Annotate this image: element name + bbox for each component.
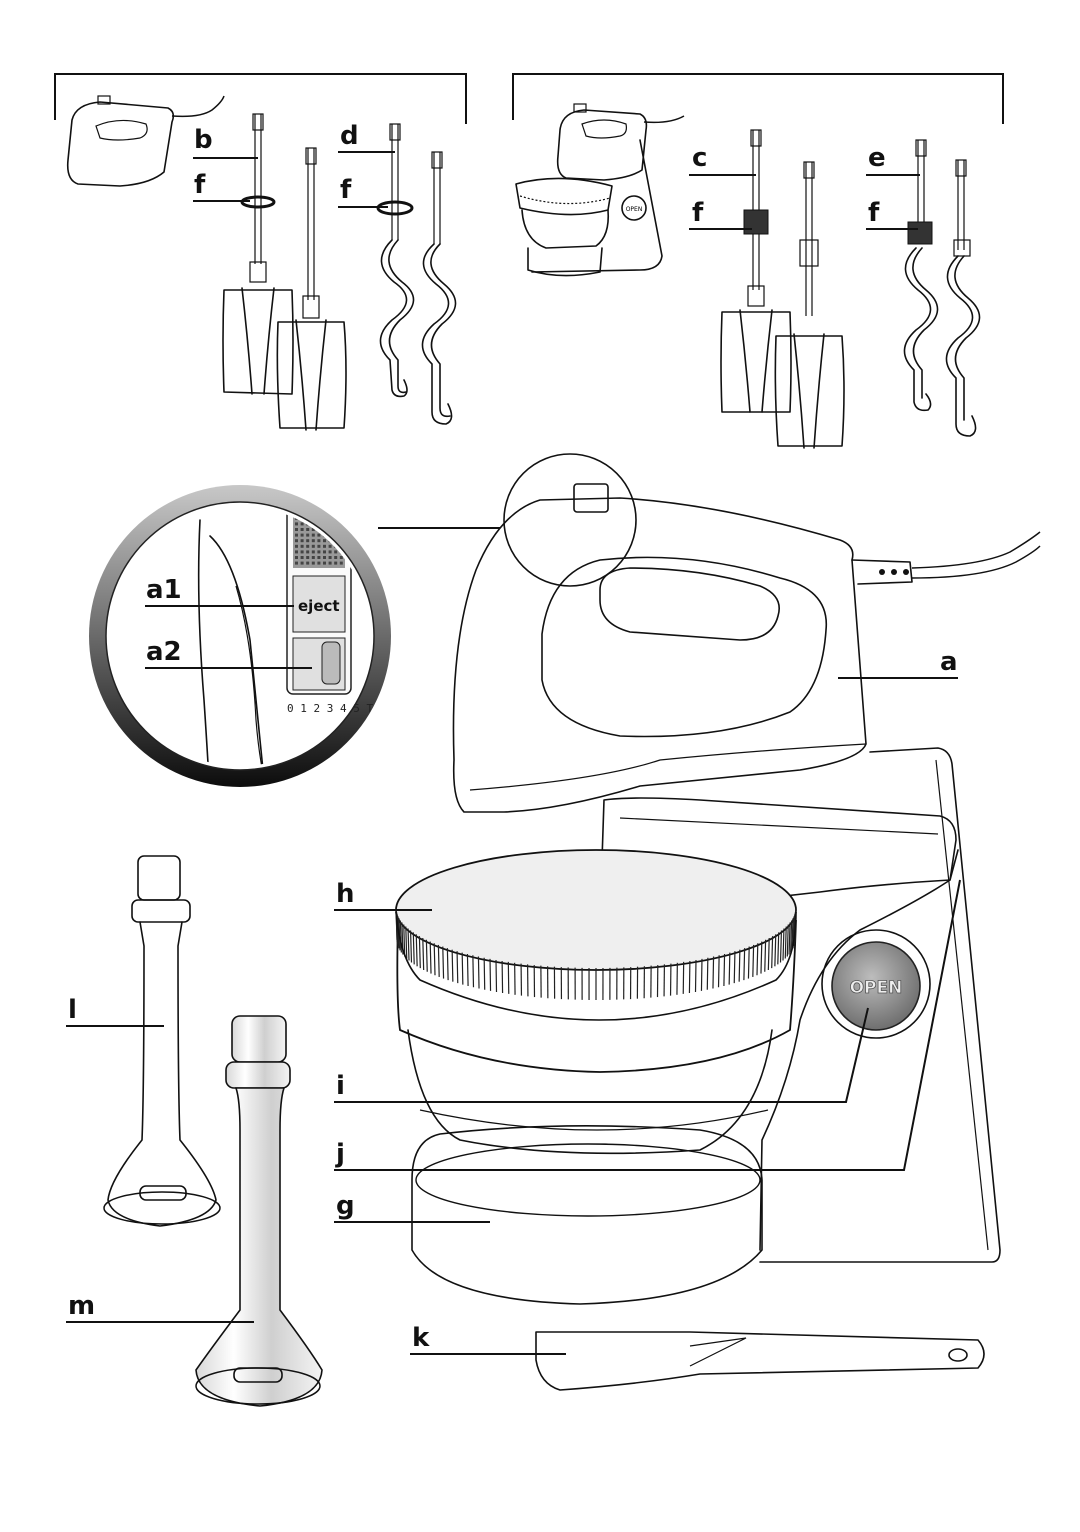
- hand-mixer-small-illustration: [66, 95, 225, 187]
- label-d: d: [340, 121, 359, 151]
- hand-mode-bracket: [54, 73, 467, 124]
- label-a1: a1: [146, 575, 182, 605]
- beater-b-pair: [222, 113, 347, 431]
- open-button-graphic: [831, 941, 921, 1031]
- label-e: e: [868, 143, 886, 173]
- label-a2: a2: [146, 637, 182, 667]
- blender-shaft-l: [103, 855, 221, 1227]
- stand-mixer-small-illustration: OPEN: [515, 103, 685, 277]
- blender-shaft-m: [195, 1015, 323, 1407]
- stand-mode-bracket: [512, 73, 1004, 124]
- label-m: m: [68, 1291, 95, 1321]
- label-g: g: [336, 1191, 355, 1221]
- open-button-text: OPEN: [850, 978, 903, 998]
- dough-hook-d-pair: [376, 123, 457, 425]
- label-k: k: [412, 1323, 430, 1353]
- main-stand-mixer: OPEN: [395, 453, 1041, 1305]
- spatula-k: [535, 1331, 985, 1391]
- label-l: l: [68, 995, 77, 1025]
- svg-text:OPEN: OPEN: [626, 206, 643, 213]
- part-labels: b f d f c f e f a1 a2 a h l i j g m k: [68, 121, 958, 1353]
- label-i: i: [336, 1071, 345, 1101]
- speed-switch-detail-circle: eject 0 1 2 3 4 5 T: [89, 485, 500, 787]
- label-b: b: [194, 125, 213, 155]
- label-c: c: [692, 143, 707, 173]
- speed-scale-text: 0 1 2 3 4 5 T: [287, 702, 373, 715]
- label-f-left-2: f: [340, 175, 352, 205]
- label-h: h: [336, 879, 355, 909]
- label-f-left-1: f: [194, 170, 206, 200]
- eject-text: eject: [298, 597, 340, 615]
- dough-hook-e-pair: [903, 139, 981, 437]
- label-f-right-1: f: [692, 198, 704, 228]
- bowl-rim-ridges: [395, 907, 797, 1021]
- label-f-right-2: f: [868, 198, 880, 228]
- label-a: a: [940, 647, 958, 677]
- label-j: j: [335, 1139, 345, 1169]
- leader-lines: [66, 151, 961, 1355]
- beater-c-pair: [720, 129, 845, 449]
